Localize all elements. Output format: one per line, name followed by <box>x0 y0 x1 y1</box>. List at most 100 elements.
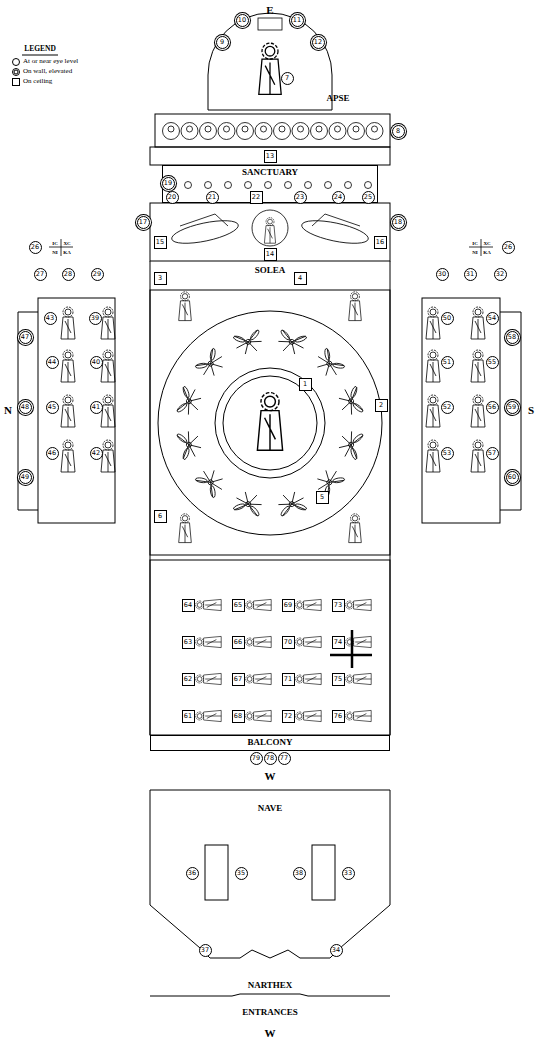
callout-text: 55 <box>488 359 496 366</box>
callout-text: 72 <box>284 713 292 720</box>
small-medallion <box>325 182 332 189</box>
callout-text: 37 <box>201 947 209 954</box>
callout-number: 18 <box>392 216 405 229</box>
sanctuary-band: SANCTUARY <box>162 165 378 203</box>
callout-text: 73 <box>334 602 342 609</box>
open-book <box>258 18 282 30</box>
callout-text: 71 <box>284 676 292 683</box>
medallion <box>311 123 328 140</box>
callout-number: 19 <box>162 177 175 190</box>
medallion <box>252 210 288 246</box>
medallion <box>218 123 235 140</box>
angel-figure <box>170 216 240 248</box>
callout-number: 47 <box>19 331 32 344</box>
seraph-figure <box>175 428 203 461</box>
saint-figure <box>101 307 115 339</box>
legend-underline <box>22 55 58 56</box>
medallion <box>181 123 198 140</box>
callout-number: 59 <box>506 401 519 414</box>
callout-text: 43 <box>46 315 54 322</box>
callout-number: 3 <box>154 272 167 285</box>
saint-figure <box>296 599 322 610</box>
callout-text: 44 <box>48 359 56 366</box>
callout-text: 26 <box>31 244 39 251</box>
seraph-figure <box>337 428 365 461</box>
saint-figure <box>346 710 372 721</box>
saint-figure <box>101 395 115 427</box>
medallion <box>274 123 291 140</box>
medallion <box>255 123 272 140</box>
callout-text: 51 <box>443 359 451 366</box>
callout-number: 32 <box>494 268 507 281</box>
medallion-head <box>316 126 322 132</box>
plan-label: NARTHEX <box>248 981 293 990</box>
south-panel <box>422 298 500 523</box>
callout-number: 48 <box>19 401 32 414</box>
callout-number: 66 <box>232 636 245 649</box>
monogram-letter: KA <box>63 250 71 255</box>
callout-text: 50 <box>443 315 451 322</box>
saint-figure <box>426 350 440 382</box>
callout-text: 30 <box>438 271 446 278</box>
south-wall-strip <box>500 312 521 510</box>
callout-number: 76 <box>332 710 345 723</box>
callout-number: 75 <box>332 673 345 686</box>
small-medallion <box>225 182 232 189</box>
callout-number: 27 <box>34 268 47 281</box>
legend-eye-level-symbol <box>13 59 20 66</box>
plan-label: W <box>265 771 276 782</box>
callout-text: 65 <box>234 602 242 609</box>
callout-number: 29 <box>91 268 104 281</box>
medallion-head <box>261 126 267 132</box>
callout-text: 68 <box>234 713 242 720</box>
callout-number: 13 <box>264 150 277 163</box>
callout-number: 26 <box>502 241 515 254</box>
plan-label: LEGEND <box>24 45 56 53</box>
callout-text: 49 <box>21 474 29 481</box>
callout-number: 41 <box>90 401 103 414</box>
icon-figures <box>61 18 485 722</box>
saint-figure <box>179 292 192 321</box>
callout-number: 2 <box>375 399 388 412</box>
callout-number: 79 <box>250 752 263 765</box>
angel-figure <box>300 216 370 248</box>
saint-figure <box>179 514 192 543</box>
saint-figure <box>259 43 281 94</box>
callout-number: 17 <box>137 216 150 229</box>
callout-text: 24 <box>334 194 342 201</box>
saint-figure <box>296 673 322 684</box>
nave-walls <box>150 790 390 948</box>
callout-text: 16 <box>376 239 384 246</box>
north-wall-strip <box>18 312 38 510</box>
dome-ring <box>223 376 317 470</box>
callout-number: 28 <box>62 268 75 281</box>
callout-number: 70 <box>282 636 295 649</box>
seraph-figure <box>275 328 308 356</box>
region-label: SANCTUARY <box>163 168 377 177</box>
callout-number: 12 <box>312 36 325 49</box>
callout-number: 1 <box>299 378 312 391</box>
saint-figure <box>471 395 485 427</box>
callout-number: 55 <box>486 356 499 369</box>
monogram-letter: XC <box>63 241 70 246</box>
callout-number: 40 <box>90 356 103 369</box>
callout-number: 10 <box>236 14 249 27</box>
callout-text: 46 <box>48 450 56 457</box>
callout-number: 4 <box>294 272 307 285</box>
plan-label: E <box>266 5 273 16</box>
callout-text: 15 <box>156 239 164 246</box>
callout-number: 72 <box>282 710 295 723</box>
saint-figure <box>61 307 75 339</box>
dome-square <box>150 290 390 555</box>
monogram-letter: IC <box>52 241 58 246</box>
legend-text: At or near eye level <box>23 58 78 65</box>
apse-outline <box>208 13 332 110</box>
callout-text: 66 <box>234 639 242 646</box>
medallion-head <box>242 126 248 132</box>
callout-text: 64 <box>184 602 192 609</box>
callout-number: 35 <box>235 867 248 880</box>
callout-text: 40 <box>92 359 100 366</box>
callout-number: 37 <box>199 944 212 957</box>
seraph-figure <box>312 346 347 381</box>
callout-number: 24 <box>332 191 345 204</box>
